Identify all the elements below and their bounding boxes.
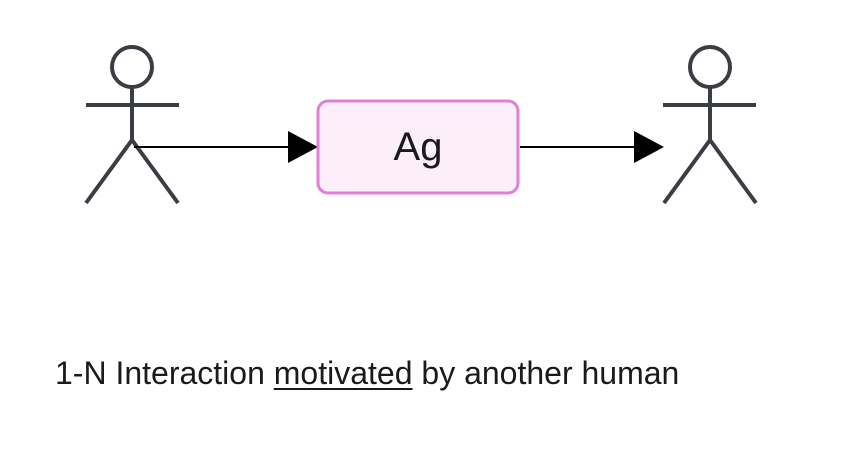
arrowhead-right-icon — [634, 131, 664, 163]
right-actor-head — [688, 45, 732, 89]
agent-label: Ag — [394, 125, 443, 169]
caption-part2: by another human — [412, 355, 680, 391]
right-actor-right-leg — [708, 138, 758, 205]
left-human-actor-icon — [84, 45, 180, 205]
agent-box — [316, 99, 520, 195]
right-human-actor-icon — [662, 45, 758, 205]
left-actor-left-leg — [84, 138, 134, 205]
agent-node: Ag — [316, 99, 520, 195]
arrow-human-to-agent — [134, 131, 318, 163]
arrowhead-left-icon — [288, 131, 318, 163]
left-actor-right-leg — [130, 138, 180, 205]
diagram-caption: 1-N Interaction motivated by another hum… — [55, 353, 679, 393]
left-actor-head — [110, 45, 154, 89]
arrow-agent-to-human — [520, 131, 664, 163]
caption-emphasis: motivated — [273, 355, 413, 391]
right-actor-left-leg — [662, 138, 712, 205]
caption-part1: 1-N Interaction — [55, 355, 274, 391]
